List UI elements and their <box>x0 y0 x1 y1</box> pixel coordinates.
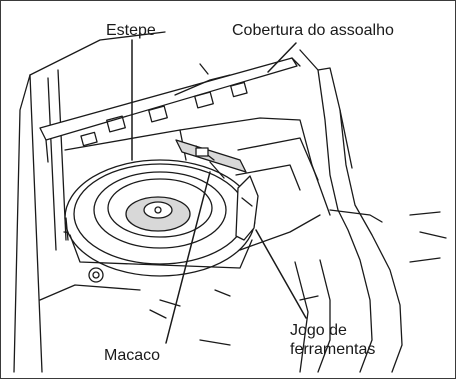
floor-cover-leader <box>267 42 297 73</box>
rear-bumper <box>39 209 447 346</box>
vehicle-body <box>13 31 403 373</box>
floor-cover <box>39 57 301 163</box>
spare-tire <box>64 159 256 277</box>
tool-kit-label-line1: Jogo de <box>290 322 347 339</box>
jack-label: Macaco <box>104 347 161 364</box>
tool-kit <box>235 175 259 241</box>
spare-tire-label: Estepe <box>106 22 156 39</box>
jack-leader <box>165 171 211 344</box>
tool-kit-label-line2: ferramentas <box>290 341 376 358</box>
tool-kit-leader <box>255 229 307 319</box>
jack <box>175 139 247 179</box>
floor-cover-label: Cobertura do assoalho <box>232 22 394 39</box>
leader-lines <box>131 39 307 344</box>
